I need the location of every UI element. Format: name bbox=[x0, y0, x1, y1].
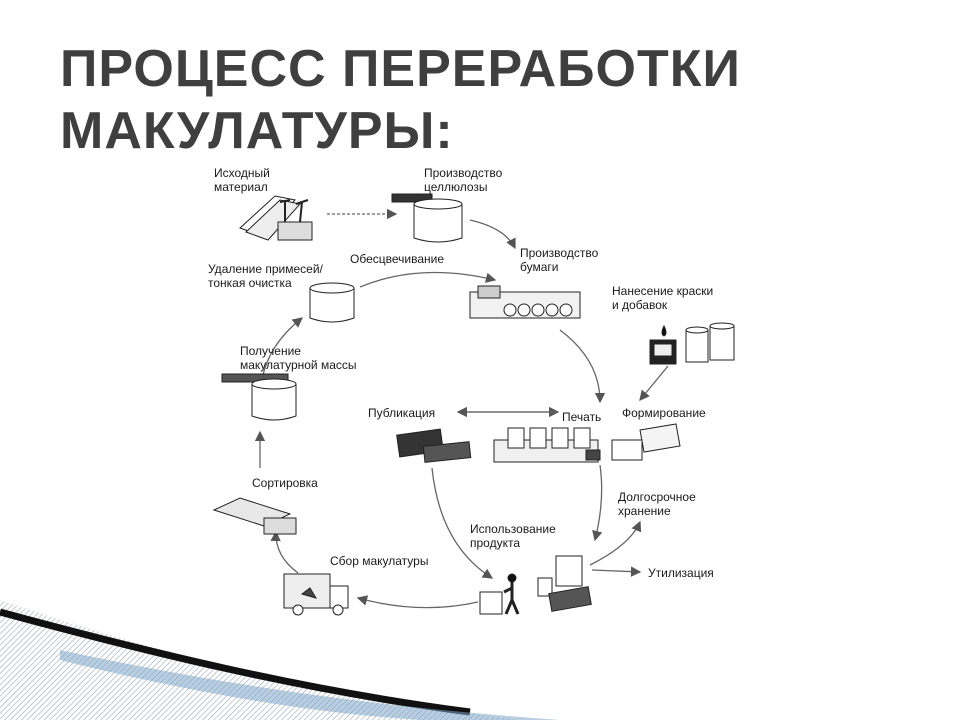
label-source-material: Исходный материал bbox=[214, 166, 270, 194]
label-long-term-storage: Долгосрочное хранение bbox=[618, 490, 696, 518]
label-wastepaper-pulp: Получение макулатурной массы bbox=[240, 344, 357, 372]
collection-truck-icon bbox=[283, 573, 349, 616]
label-utilization: Утилизация bbox=[648, 566, 714, 580]
slide-title: ПРОЦЕСС ПЕРЕРАБОТКИ МАКУЛАТУРЫ: bbox=[60, 38, 741, 162]
label-sorting: Сортировка bbox=[252, 476, 318, 490]
arrow-use-to-utilization bbox=[591, 566, 642, 577]
sorting-icon bbox=[212, 497, 297, 535]
wastepaper-pulp-icon bbox=[221, 373, 297, 421]
arrow-collection-to-sorting bbox=[270, 530, 299, 574]
label-forming: Формирование bbox=[622, 406, 706, 420]
arrow-publication-to-use bbox=[431, 467, 494, 579]
label-publication: Публикация bbox=[368, 406, 436, 420]
arrow-ink-to-forming bbox=[639, 365, 669, 402]
arrow-use-to-collection bbox=[356, 595, 479, 609]
title-line-1: ПРОЦЕСС ПЕРЕРАБОТКИ bbox=[60, 40, 741, 98]
paper-machine-icon bbox=[469, 285, 581, 319]
pulp-vat-icon bbox=[391, 193, 463, 243]
forming-icon bbox=[611, 423, 681, 461]
arrow-deinking-to-paper bbox=[359, 271, 497, 288]
publication-icon bbox=[396, 428, 472, 463]
label-ink-additives: Нанесение краски и добавок bbox=[612, 284, 714, 312]
label-impurity-removal: Удаление примесей/ тонкая очистка bbox=[208, 262, 323, 290]
label-pulp-production: Производство целлюлозы bbox=[424, 166, 503, 194]
label-wastepaper-collection: Сбор макулатуры bbox=[330, 554, 429, 568]
cleaning-vat-icon bbox=[309, 282, 355, 323]
product-use-icon bbox=[537, 555, 592, 612]
ink-additives-icon bbox=[649, 322, 735, 365]
source-material-icon bbox=[239, 195, 313, 241]
arrow-forming-to-storage bbox=[592, 464, 603, 542]
arrow-pulp-to-paper bbox=[469, 219, 516, 250]
label-paper-production: Производство бумаги bbox=[520, 246, 599, 274]
title-line-2: МАКУЛАТУРЫ: bbox=[60, 102, 454, 160]
label-printing: Печать bbox=[562, 410, 602, 424]
label-deinking: Обесцвечивание bbox=[350, 252, 445, 266]
recycle-bin-person-icon bbox=[479, 573, 520, 615]
label-product-use: Использование продукта bbox=[470, 522, 556, 550]
arrow-paper-to-printing bbox=[559, 329, 606, 404]
arrow-use-to-storage bbox=[589, 520, 642, 566]
printing-press-icon bbox=[493, 427, 601, 463]
